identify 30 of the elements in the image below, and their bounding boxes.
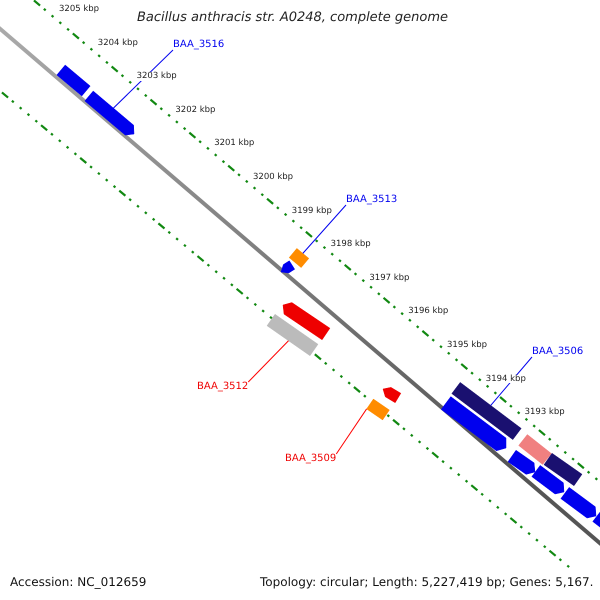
tick-label: 3201 kbp xyxy=(213,139,256,148)
leader-line xyxy=(490,356,532,406)
title: Bacillus anthracis str. A0248, complete genome xyxy=(137,11,448,24)
tick-label: 3202 kbp xyxy=(174,106,216,114)
gene-label: BAA_3513 xyxy=(346,195,398,205)
tick-label: 3205 kbp xyxy=(58,5,100,14)
gene-arrow xyxy=(84,90,134,136)
tick-label: 3196 kbp xyxy=(407,307,450,316)
tick-label: 3195 kbp xyxy=(446,341,488,350)
tick-label: 3194 kbp xyxy=(484,374,527,384)
leader-line xyxy=(336,408,368,454)
footer-text: Accession: NC_012659 xyxy=(10,576,146,588)
footer-text: Topology: circular; Length: 5,227,419 bp; Genes: 5,167. xyxy=(260,576,594,588)
tick-label: 3197 kbp xyxy=(368,274,410,282)
gene-label: BAA_3506 xyxy=(532,347,584,357)
tick-label: 3199 kbp xyxy=(290,206,333,216)
tick-label: 3204 kbp xyxy=(96,38,139,48)
gene-block xyxy=(266,314,318,356)
tick-label: 3203 kbp xyxy=(136,72,178,81)
gene-block xyxy=(452,382,522,440)
gene-label: BAA_3512 xyxy=(197,382,248,392)
tick-label: 3193 kbp xyxy=(524,408,566,417)
gene-block xyxy=(366,398,390,420)
gene-block xyxy=(288,248,310,268)
gene-label: BAA_3509 xyxy=(285,454,336,464)
leader-line xyxy=(302,204,346,254)
tick-label: 3198 kbp xyxy=(330,240,372,249)
gene-label: BAA_3516 xyxy=(173,40,224,50)
tick-label: 3200 kbp xyxy=(252,173,294,182)
leader-line xyxy=(248,340,289,382)
